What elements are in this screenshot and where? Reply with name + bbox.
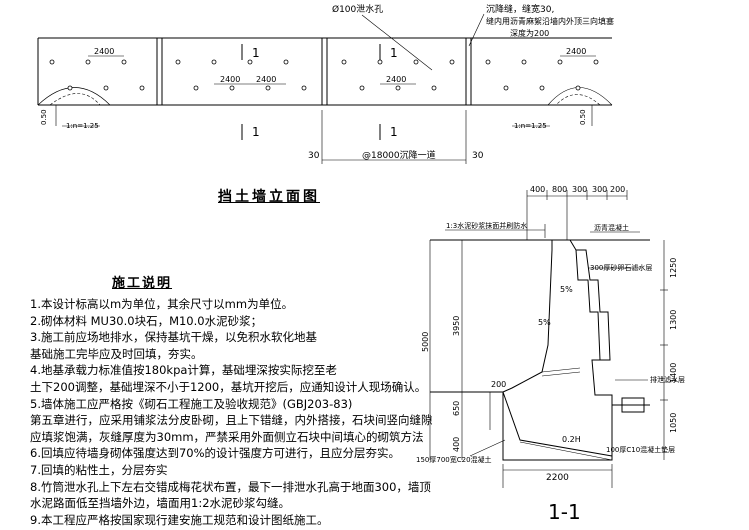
note-line: 土下200调整，基础埋深不小于1200，基坑开挖后，应通知设计人现场确认。 [30, 379, 427, 394]
svg-text:2400: 2400 [566, 47, 586, 56]
svg-text:300: 300 [592, 185, 607, 194]
joint-note-2: 缝内用沥青麻絮沿墙内外顶三向填塞 [486, 16, 614, 26]
svg-text:0.50: 0.50 [40, 109, 48, 125]
section-title: 1-1 [548, 500, 581, 524]
svg-text:5%: 5% [560, 285, 573, 294]
svg-text:5%: 5% [538, 318, 551, 327]
svg-text:30: 30 [472, 151, 484, 161]
toe-label: 150厚700宽C20混凝土 [416, 455, 492, 464]
note-line: 第五章进行，应采用铺浆法分皮卧砌，且上下错缝，内外搭接，石块间竖向缝隙 [30, 413, 433, 428]
note-line: 8.竹筒泄水孔上下左右交错成梅花状布置，最下一排泄水孔高于地面300，墙顶 [30, 479, 431, 494]
svg-text:650: 650 [452, 401, 461, 416]
svg-text:2400: 2400 [256, 75, 276, 84]
note-line: 9.本工程应严格按国家现行建安施工规范和设计图纸施工。 [30, 512, 329, 527]
joint-spacing-dim: @18000沉降一道 30 30 [308, 110, 484, 164]
svg-text:300: 300 [572, 185, 587, 194]
svg-text:2400: 2400 [220, 75, 240, 84]
road-label: 沥青混凝土 [594, 223, 629, 232]
notes-title: 施工说明 [112, 276, 173, 291]
section-left-dims: 5000 3950 650 400 [421, 240, 463, 460]
gravel-label: 300厚砂卵石滤水层 [590, 263, 652, 272]
svg-text:30: 30 [308, 151, 320, 161]
base-label: 100厚C10混凝土垫层 [606, 445, 675, 454]
construction-notes: 1.本设计标高以m为单位，其余尺寸以mm为单位。 2.砌体材料 MU30.0块石… [30, 296, 433, 528]
section-view: 400 800 300 300 200 1:3水泥砂浆抹面并刷防水 沥青混凝土 [416, 185, 685, 488]
svg-text:1:n=1.25: 1:n=1.25 [66, 122, 99, 130]
svg-text:2400: 2400 [386, 75, 406, 84]
section-top-dims: 400 800 300 300 200 [526, 185, 628, 240]
svg-text:800: 800 [552, 185, 567, 194]
note-line: 7.回填的粘性土，分层夯实 [30, 462, 168, 477]
svg-text:200: 200 [491, 380, 506, 389]
svg-text:5000: 5000 [421, 332, 430, 352]
svg-text:2200: 2200 [546, 473, 569, 483]
svg-text:1: 1 [252, 46, 260, 60]
svg-text:400: 400 [530, 185, 545, 194]
hole-spacing-dims: 2400 2400 2400 2400 2400 [88, 47, 596, 85]
svg-text:1:n=1.25: 1:n=1.25 [514, 122, 547, 130]
note-line: 5.墙体施工应严格按《砌石工程施工及验收规范》(GBJ203-83) [30, 396, 353, 411]
drain-layer-label: 排泄滤水层 [650, 375, 685, 384]
note-line: 基础施工完毕应及时回填，夯实。 [30, 346, 203, 361]
note-line: 3.施工前应场地排水，保持基坑干燥，以免积水软化地基 [30, 330, 317, 345]
note-line: 6.回填应待墙身砌体强度达到70%的设计强度方可进行，且应分层夯实。 [30, 446, 401, 461]
section-marks: 1 1 1 1 [241, 44, 398, 140]
svg-text:1: 1 [390, 46, 398, 60]
svg-text:1400: 1400 [669, 363, 678, 383]
svg-text:1: 1 [390, 125, 398, 139]
svg-text:1050: 1050 [669, 413, 678, 433]
note-line: 2.砌体材料 MU30.0块石，M10.0水泥砂浆； [30, 313, 263, 328]
note-line: 1.本设计标高以m为单位，其余尺寸以mm为单位。 [30, 297, 294, 311]
note-line: 4.地基承载力标准值按180kpa计算，基础埋深按实际挖至老 [30, 363, 337, 378]
svg-text:200: 200 [610, 185, 625, 194]
svg-text:400: 400 [452, 437, 461, 452]
svg-text:1300: 1300 [669, 310, 678, 330]
joint-note-3: 深度为200 [510, 28, 549, 38]
note-line: 水泥路面低至挡墙外边，墙面用1:2水泥砂浆勾缝。 [30, 496, 291, 511]
drain-holes [49, 59, 599, 91]
svg-text:0.50: 0.50 [579, 109, 587, 125]
note-line: 应填浆饱满，灰缝厚度为30mm，严禁采用外面侧立石块中间填心的砌筑方法 [30, 429, 424, 444]
section-right-dims: 1250 1300 1400 1050 [660, 240, 678, 460]
elevation-title: 挡土墙立面图 [218, 189, 320, 205]
drain-hole-label: Ø100泄水孔 [332, 3, 383, 15]
end-dims: 0.50 1:n=1.25 0.50 1:n=1.25 [40, 105, 593, 130]
joint-note-1: 沉降缝，缝宽30, [486, 3, 554, 15]
svg-text:0.2H: 0.2H [562, 435, 581, 444]
elevation-view: 2400 2400 2400 2400 2400 Ø100泄水孔 沉降缝，缝宽3… [37, 3, 614, 164]
svg-text:3950: 3950 [452, 316, 461, 336]
svg-text:1: 1 [252, 125, 260, 139]
svg-text:@18000沉降一道: @18000沉降一道 [362, 149, 436, 161]
cap-label: 1:3水泥砂浆抹面并刷防水 [446, 221, 527, 230]
svg-text:2400: 2400 [94, 47, 114, 56]
svg-text:1250: 1250 [669, 258, 678, 278]
